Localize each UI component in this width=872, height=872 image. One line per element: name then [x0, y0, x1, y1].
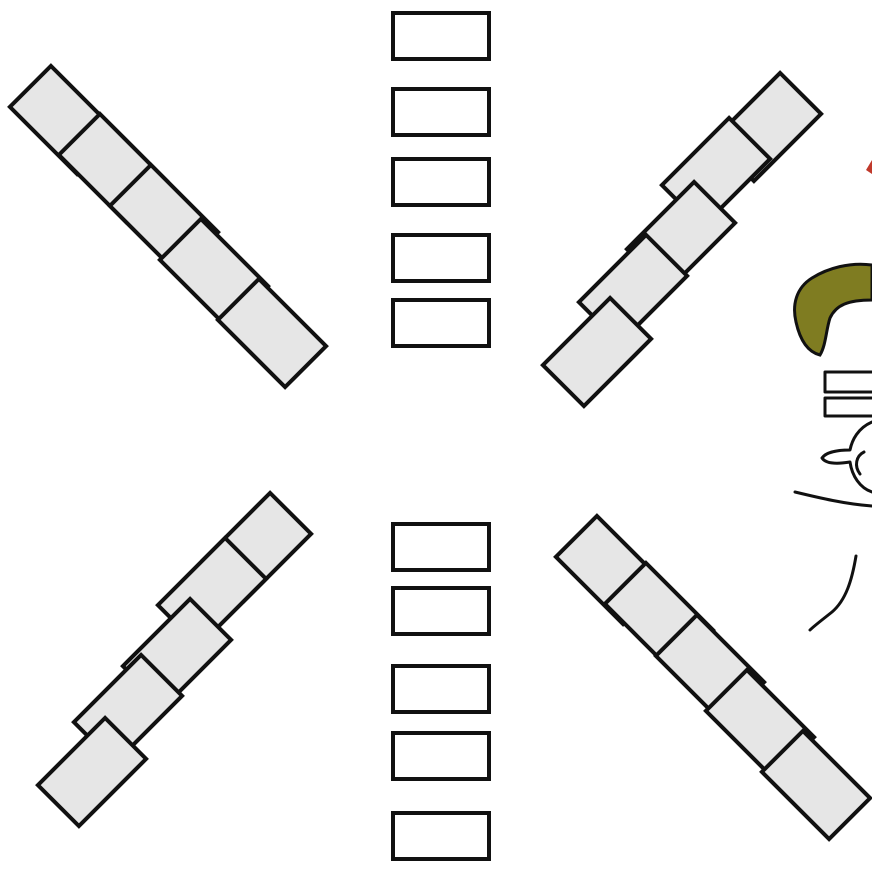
bar-top-center-4 — [393, 235, 489, 281]
accent-mark — [866, 160, 872, 174]
bar-bottom-center-4 — [393, 733, 489, 779]
headband-lower — [825, 398, 872, 416]
bar-top-center-3 — [393, 159, 489, 205]
bar-group-top-left — [10, 66, 326, 387]
bar-bottom-center-5 — [393, 813, 489, 859]
bar-group-bottom-right — [556, 516, 870, 839]
bar-top-center-5 — [393, 300, 489, 346]
partial-person-figure — [795, 160, 872, 630]
arm-line — [795, 492, 872, 506]
bar-top-center-1 — [393, 13, 489, 59]
hand-thumb — [857, 452, 864, 474]
bar-group-top-center — [393, 13, 489, 346]
headband-upper — [825, 372, 872, 392]
bar-top-center-2 — [393, 89, 489, 135]
bar-bottom-center-3 — [393, 666, 489, 712]
hand-shape — [822, 422, 872, 492]
hair-shape — [795, 264, 872, 355]
bar-bottom-center-2 — [393, 588, 489, 634]
bar-group-bottom-center — [393, 524, 489, 859]
bar-bottom-center-1 — [393, 524, 489, 570]
bar-group-bottom-left — [38, 493, 311, 826]
bar-group-top-right — [543, 73, 821, 406]
bars-layer — [10, 13, 870, 859]
body-curve — [810, 556, 856, 630]
